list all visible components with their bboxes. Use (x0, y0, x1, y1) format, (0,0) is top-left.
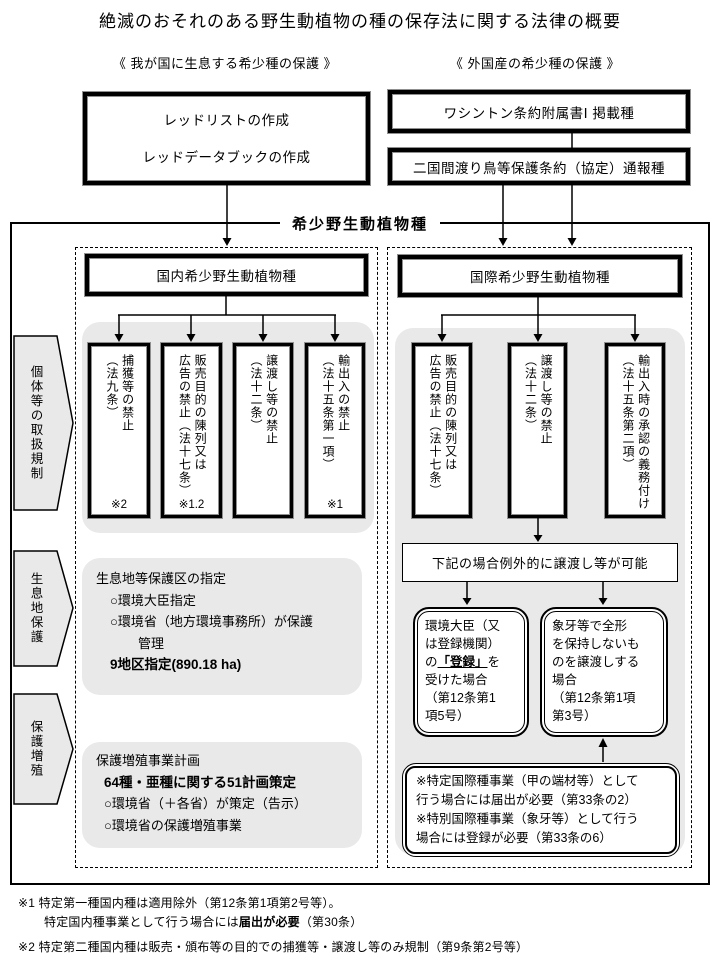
side-label-handling: 個体等の取扱規制 (13, 335, 75, 511)
business-note-box: ※特定国際種事業（甲の端材等）として 行う場合には届出が必要（第33条の2） ※… (402, 763, 680, 857)
international-species-header: 国際希少野生動植物種 (398, 255, 682, 297)
ivory-exception-text: 象牙等で全形 を保持しないも のを譲渡しする 場合 （第12条第1項 第3号） (544, 611, 664, 733)
page-title: 絶滅のおそれのある野生動植物の種の保存法に関する法律の概要 (99, 12, 621, 31)
domestic-species-header: 国内希少野生動植物種 (85, 254, 368, 296)
capture-ban-label: 捕獲等の禁止 （法九条） (105, 354, 135, 432)
capture-ban-note: ※2 (110, 499, 128, 511)
habitat-item2-cont: 管理 (138, 635, 165, 651)
export-ban-label: 輸出入の禁止 （法十五条第一項） (321, 354, 351, 471)
red-list-box: レッドリストの作成 レッドデータブックの作成 (83, 92, 370, 185)
intl-transfer-ban-label: 譲渡し等の禁止 （法十二条） (523, 354, 554, 445)
footnote-1-line2-post: （第30条） (299, 915, 363, 929)
pentagon-shape (13, 550, 74, 667)
intl-display-ban-label: 販売目的の陳列又は 広告の禁止（法十七条） (428, 354, 458, 497)
footnote-1-line1: ※1 特定第一種国内種は適用除外（第12条第1項第2号等）。 (18, 896, 341, 910)
side-label-habitat-text: 生息地保護 (28, 572, 43, 645)
export-ban-note: ※1 (326, 499, 344, 511)
ivory-exception-box: 象牙等で全形 を保持しないも のを譲渡しする 場合 （第12条第1項 第3号） (540, 607, 668, 737)
subtitle-foreign: 《 外国産の希少種の保護 》 (449, 56, 621, 71)
footnote-1-line2-bold: 届出が必要 (238, 915, 300, 929)
red-list-line1: レッドリストの作成 (163, 112, 290, 128)
bilateral-treaty-box: 二国間渡り鳥等保護条約（協定）通報種 (388, 148, 690, 185)
international-section (387, 247, 692, 868)
side-label-handling-text: 個体等の取扱規制 (28, 365, 43, 481)
habitat-stat: 9地区指定(890.18 ha) (110, 657, 242, 672)
exception-header-box: 下記の場合例外的に譲渡し等が可能 (402, 543, 678, 582)
side-label-breeding: 保護増殖 (13, 693, 75, 805)
intl-display-ban-box: 販売目的の陳列又は 広告の禁止（法十七条） (412, 343, 472, 518)
business-note-text: ※特定国際種事業（甲の端材等）として 行う場合には届出が必要（第33条の2） ※… (405, 766, 677, 854)
breeding-title: 保護増殖事業計画 (96, 753, 201, 768)
domestic-transfer-ban-box: 譲渡し等の禁止 （法十二条） (233, 343, 293, 518)
footnote-1-line2-pre: 特定国内種事業として行う場合には (44, 915, 239, 929)
side-label-breeding-text: 保護増殖 (28, 720, 43, 778)
breeding-item2: ○環境省の保護増殖事業 (104, 817, 242, 833)
footnote-2: ※2 特定第二種国内種は販売・頒布等の目的での捕獲等・譲渡し等のみ規制（第9条第… (18, 940, 529, 954)
registration-exception-text: 環境大臣（又 は登録機関） の「登録」を 受けた場合 （第12条第1 項5号） (417, 611, 525, 733)
registration-pre: 環境大臣（又 は登録機関） の (425, 619, 501, 669)
domestic-section (75, 247, 378, 868)
habitat-block: 生息地等保護区の指定 ○環境大臣指定 ○環境省（地方環境事務所）が保護 管理 9… (96, 568, 366, 676)
rare-species-legend: 希少野生動植物種 (12, 213, 708, 234)
breeding-block: 保護増殖事業計画 64種・亜種に関する51計画策定 ○環境省（＋各省）が策定（告… (96, 750, 366, 836)
intl-import-approval-label: 輸出入時の承認の義務付け （法十五条第二項） (621, 354, 651, 510)
display-ban-note: ※1.2 (178, 499, 205, 511)
rare-species-container: 希少野生動植物種 (10, 216, 710, 885)
subtitle-domestic: 《 我が国に生息する希少種の保護 》 (112, 56, 338, 71)
habitat-band (82, 558, 362, 695)
registration-exception-box: 環境大臣（又 は登録機関） の「登録」を 受けた場合 （第12条第1 項5号） (413, 607, 529, 737)
habitat-item1: ○環境大臣指定 (110, 592, 196, 608)
display-ban-label: 販売目的の陳列又は 広告の禁止（法十七条） (177, 354, 208, 497)
intl-import-approval-box: 輸出入時の承認の義務付け （法十五条第二項） (605, 343, 665, 518)
habitat-item2: ○環境省（地方環境事務所）が保護 (110, 614, 313, 629)
habitat-title: 生息地等保護区の指定 (96, 571, 227, 586)
breeding-stat: 64種・亜種に関する51計画策定 (104, 774, 297, 790)
domestic-display-ban-box: 販売目的の陳列又は 広告の禁止（法十七条） ※1.2 (161, 343, 222, 518)
breeding-band (82, 742, 362, 848)
pentagon-shape (13, 335, 74, 511)
registration-post: を 受けた場合 （第12条第1 項5号） (425, 655, 501, 723)
domestic-export-ban-box: 輸出入の禁止 （法十五条第一項） ※1 (305, 343, 365, 518)
pentagon-shape (13, 693, 74, 805)
transfer-ban-label: 譲渡し等の禁止 （法十二条） (249, 354, 279, 445)
red-list-line2: レッドデータブックの作成 (142, 149, 311, 165)
domestic-capture-ban-box: 捕獲等の禁止 （法九条） ※2 (88, 343, 150, 518)
side-label-habitat: 生息地保護 (13, 550, 75, 667)
rare-species-title: 希少野生動植物種 (279, 216, 440, 233)
footnote-1-line2: 特定国内種事業として行う場合には届出が必要（第30条） (44, 913, 362, 930)
registration-emph: 「登録」 (437, 655, 488, 669)
washington-treaty-box: ワシントン条約附属書Ⅰ 掲載種 (388, 90, 690, 133)
intl-transfer-ban-box: 譲渡し等の禁止 （法十二条） (508, 343, 567, 518)
breeding-item1: ○環境省（＋各省）が策定（告示） (104, 796, 307, 811)
